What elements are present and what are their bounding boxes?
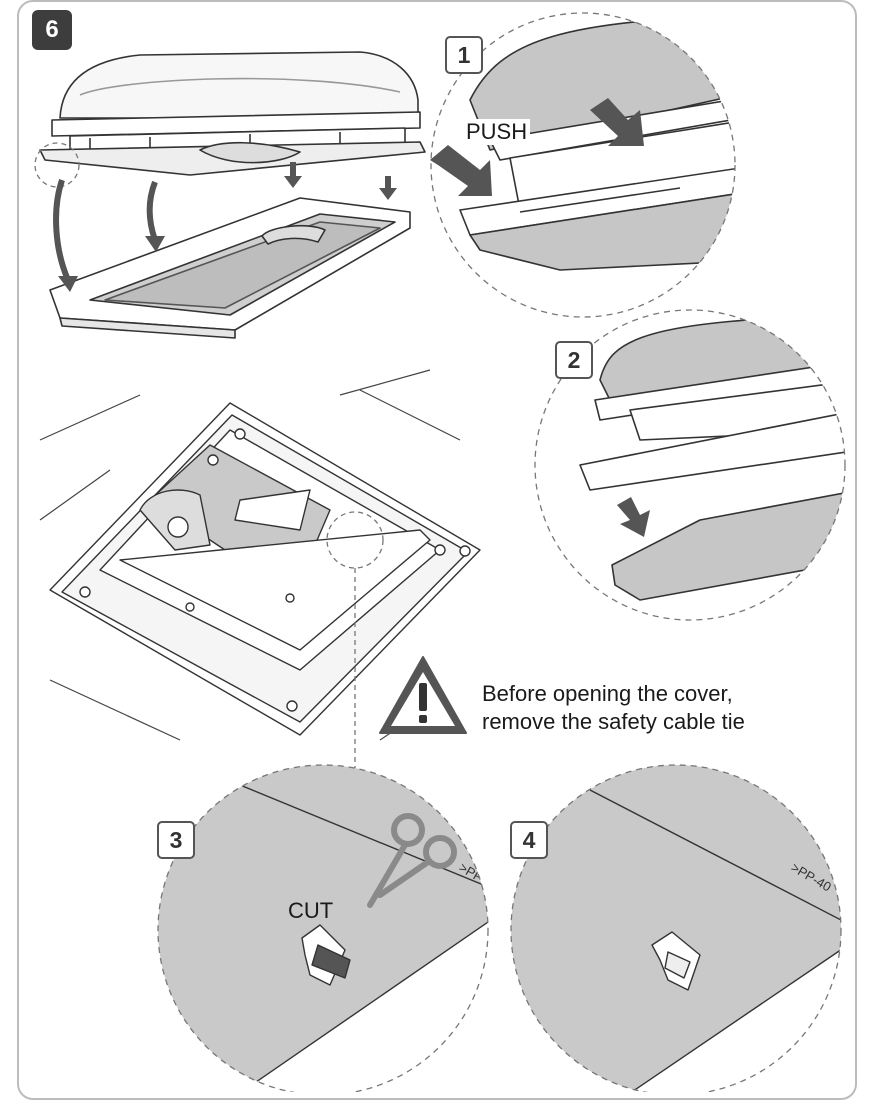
step-number-badge: 6	[32, 10, 72, 50]
detail-1-badge: 1	[445, 36, 483, 74]
detail-4-badge: 4	[510, 821, 548, 859]
cable-tie-zoom-marker	[326, 511, 384, 569]
detail-4-removed-view: >PP-40	[510, 764, 842, 1092]
cable-tie	[301, 924, 351, 986]
cover-removal-arrows	[53, 162, 397, 292]
push-arrows	[430, 98, 644, 196]
push-label: PUSH	[463, 119, 531, 145]
cut-label: CUT	[288, 898, 334, 923]
detail-3-badge: 3	[157, 821, 195, 859]
frame-bottom-view	[39, 369, 481, 741]
detail-2-release-view	[534, 309, 846, 621]
clip-without-tie	[651, 931, 701, 991]
detail-3-cut-view: >PP-40	[157, 764, 489, 1092]
warning-line-1: Before opening the cover,	[482, 681, 733, 706]
warning-line-2: remove the safety cable tie	[482, 709, 745, 734]
release-arrow	[617, 497, 650, 537]
warning-triangle-icon	[379, 656, 467, 734]
scissors-icon	[367, 813, 457, 908]
vent-unit-exploded-view	[39, 51, 426, 339]
detail-2-badge: 2	[555, 341, 593, 379]
zoom-marker	[34, 142, 80, 188]
warning-message: Before opening the cover, remove the saf…	[482, 680, 745, 736]
